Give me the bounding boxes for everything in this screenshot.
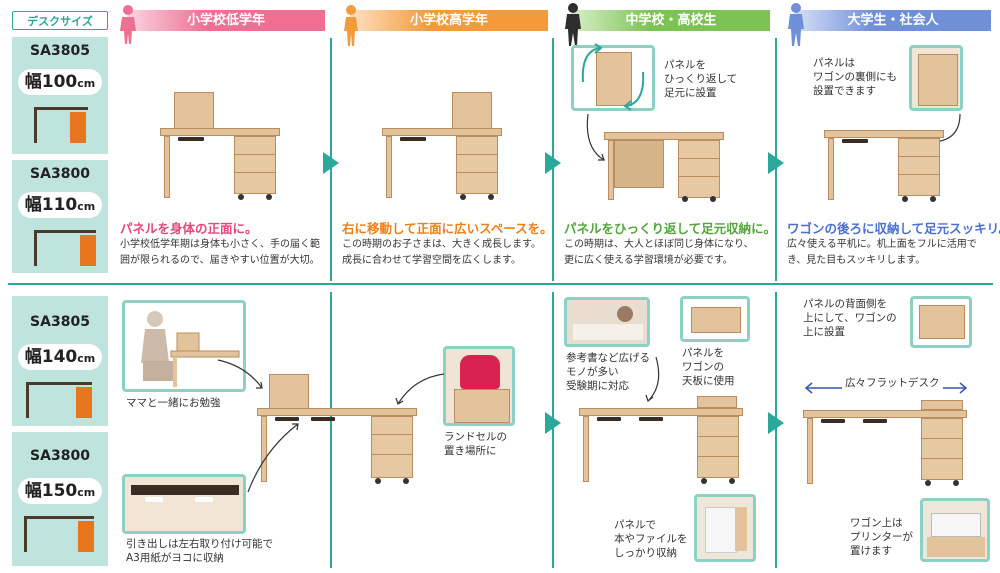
description: この時期は、大人とほぼ同じ身体になり、更に広く使える学習環境が必要です。	[564, 239, 754, 266]
mini-desk-icon	[34, 230, 96, 266]
model-name: SA3800	[30, 166, 90, 182]
desk-illustration-flat	[803, 398, 973, 488]
panel-top-caption: パネルをワゴンの天板に使用	[682, 347, 735, 387]
desk-illustration	[824, 130, 948, 202]
model-box-100: SA3805 幅100cm	[12, 37, 108, 154]
headline-junior-high: パネルをひっくり返して足元収納に。	[564, 221, 777, 236]
headline-lower-elementary: パネルを身体の正面に。	[120, 221, 258, 236]
pointer-arrow-icon	[645, 356, 660, 403]
arrow-right-icon	[545, 412, 561, 434]
stage-header-upper-elementary: 小学校高学年	[350, 10, 548, 31]
width-pill: 幅100cm	[18, 69, 102, 95]
arrow-right-icon	[768, 152, 784, 174]
width-pill: 幅140cm	[18, 344, 102, 370]
child-figure-icon	[120, 5, 136, 44]
description: 広々使える平机に。机上面をフルに活用でき、見た目もスッキリします。	[787, 239, 977, 266]
child-figure-icon	[344, 5, 358, 46]
mini-desk-icon	[26, 382, 92, 418]
panel-top-photo	[680, 296, 750, 342]
reference-caption: 参考書など広げるモノが多い受験期に対応	[566, 352, 650, 392]
desk-size-tag: デスクサイズ	[12, 11, 108, 30]
model-box-140: SA3805 幅140cm	[12, 296, 108, 426]
row-divider	[8, 283, 993, 285]
headline-upper-elementary: 右に移動して正面に広いスペースを。	[342, 221, 553, 236]
flat-desk-label: 広々フラットデスク	[842, 376, 943, 390]
pointer-arrow-icon	[395, 373, 445, 405]
panel-flip-photo	[571, 45, 655, 111]
bookshelf-photo	[694, 494, 756, 562]
model-box-110: SA3800 幅110cm	[12, 160, 108, 273]
desk-illustration	[382, 92, 506, 200]
desk-illustration-140	[257, 374, 421, 488]
drawer-photo	[122, 474, 246, 534]
panel-back-photo	[910, 296, 972, 348]
pointer-arrow-icon	[586, 113, 605, 161]
model-name: SA3805	[30, 314, 90, 330]
mama-caption: ママと一緒にお勉強	[126, 397, 221, 409]
printer-icon	[931, 513, 981, 537]
description: 小学校低学年期は身体も小さく、手の届く範囲が限られるので、届きやすい位置が大切。	[120, 239, 320, 266]
model-box-150: SA3800 幅150cm	[12, 432, 108, 566]
stage-header-lower-elementary: 小学校低学年	[127, 10, 325, 31]
randoseru-icon	[460, 355, 500, 389]
mother-study-photo	[122, 300, 246, 392]
wagon-back-photo	[909, 45, 963, 111]
flip-arrow-icon	[581, 43, 645, 111]
pointer-arrow-icon	[217, 359, 263, 389]
model-name: SA3800	[30, 448, 90, 464]
back-note: パネルはワゴンの裏側にも設置できます	[813, 57, 897, 97]
description: この時期のお子さまは、大きく成長します。成長に合わせて学習空間を広くします。	[342, 239, 541, 266]
pointer-arrow-icon	[247, 423, 299, 493]
desk-illustration-junior-high	[579, 396, 749, 488]
printer-caption: ワゴン上はプリンターが置けます	[850, 517, 913, 557]
mini-desk-icon	[24, 516, 94, 552]
randoseru-caption: ランドセルの置き場所に	[444, 431, 507, 457]
mini-desk-icon	[34, 107, 88, 143]
panel-back-caption: パネルの背面側を上にして、ワゴンの上に設置	[803, 298, 897, 338]
desk-illustration	[604, 132, 728, 202]
bookshelf-caption: パネルで本やファイルをしっかり収納	[614, 519, 688, 559]
printer-photo	[920, 498, 990, 562]
arrow-right-icon	[323, 152, 339, 174]
headline-university: ワゴンの後ろに収納して足元スッキリ。	[787, 221, 1000, 236]
column-divider	[330, 292, 332, 568]
width-pill: 幅110cm	[18, 192, 102, 218]
adult-figure-icon	[788, 3, 804, 46]
width-pill: 幅150cm	[18, 478, 102, 504]
stage-header-university: 大学生・社会人	[795, 10, 991, 31]
study-photo	[564, 297, 650, 347]
stage-header-junior-high: 中学校・高校生	[572, 10, 770, 31]
desk-illustration	[160, 92, 284, 200]
flip-note: パネルをひっくり返して足元に設置	[664, 59, 738, 99]
arrow-right-icon	[545, 152, 561, 174]
student-figure-icon	[565, 3, 581, 46]
model-name: SA3805	[30, 43, 90, 59]
mother-figure-icon	[141, 311, 240, 387]
arrow-right-icon	[768, 412, 784, 434]
randoseru-photo	[443, 346, 515, 426]
